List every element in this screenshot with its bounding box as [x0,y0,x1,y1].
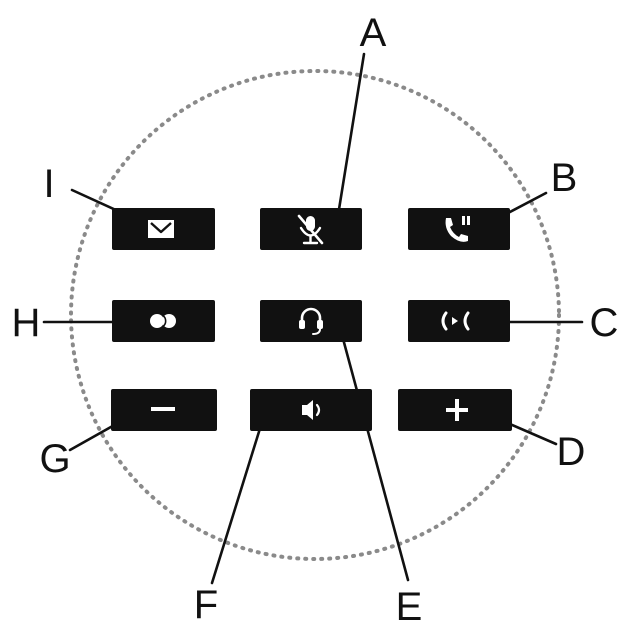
dotted-outline-ring [69,69,561,561]
minus-icon [151,407,175,411]
hold-key[interactable] [408,208,510,250]
callout-label-f: F [194,583,218,627]
volume-up-key[interactable] [398,389,512,431]
phone-hold-icon [445,216,470,242]
speaker-key[interactable] [250,389,372,431]
speaker-icon [302,400,321,420]
leader-line-f [210,420,264,585]
conference-key[interactable] [112,300,215,342]
headset-key[interactable] [260,300,362,342]
plus-icon [446,399,468,421]
callout-label-a: A [360,11,387,55]
volume-down-key[interactable] [111,389,217,431]
callout-labels: A B C D E F G H I [12,11,619,629]
message-key[interactable] [112,208,215,250]
conference-circles-icon [150,314,176,328]
envelope-icon [148,220,174,238]
callout-label-h: H [12,301,41,345]
callout-label-b: B [551,156,578,200]
callout-label-i: I [43,162,54,206]
headset-icon [299,307,323,335]
leader-line-a [334,52,366,230]
call-transfer-icon [441,311,470,331]
microphone-muted-icon [297,214,324,245]
callout-label-e: E [396,585,423,629]
callout-label-c: C [590,301,619,345]
mute-key[interactable] [260,208,362,250]
leader-line-e [340,333,410,582]
transfer-key[interactable] [408,300,510,342]
callout-label-d: D [557,430,586,474]
callout-label-g: G [39,437,70,481]
